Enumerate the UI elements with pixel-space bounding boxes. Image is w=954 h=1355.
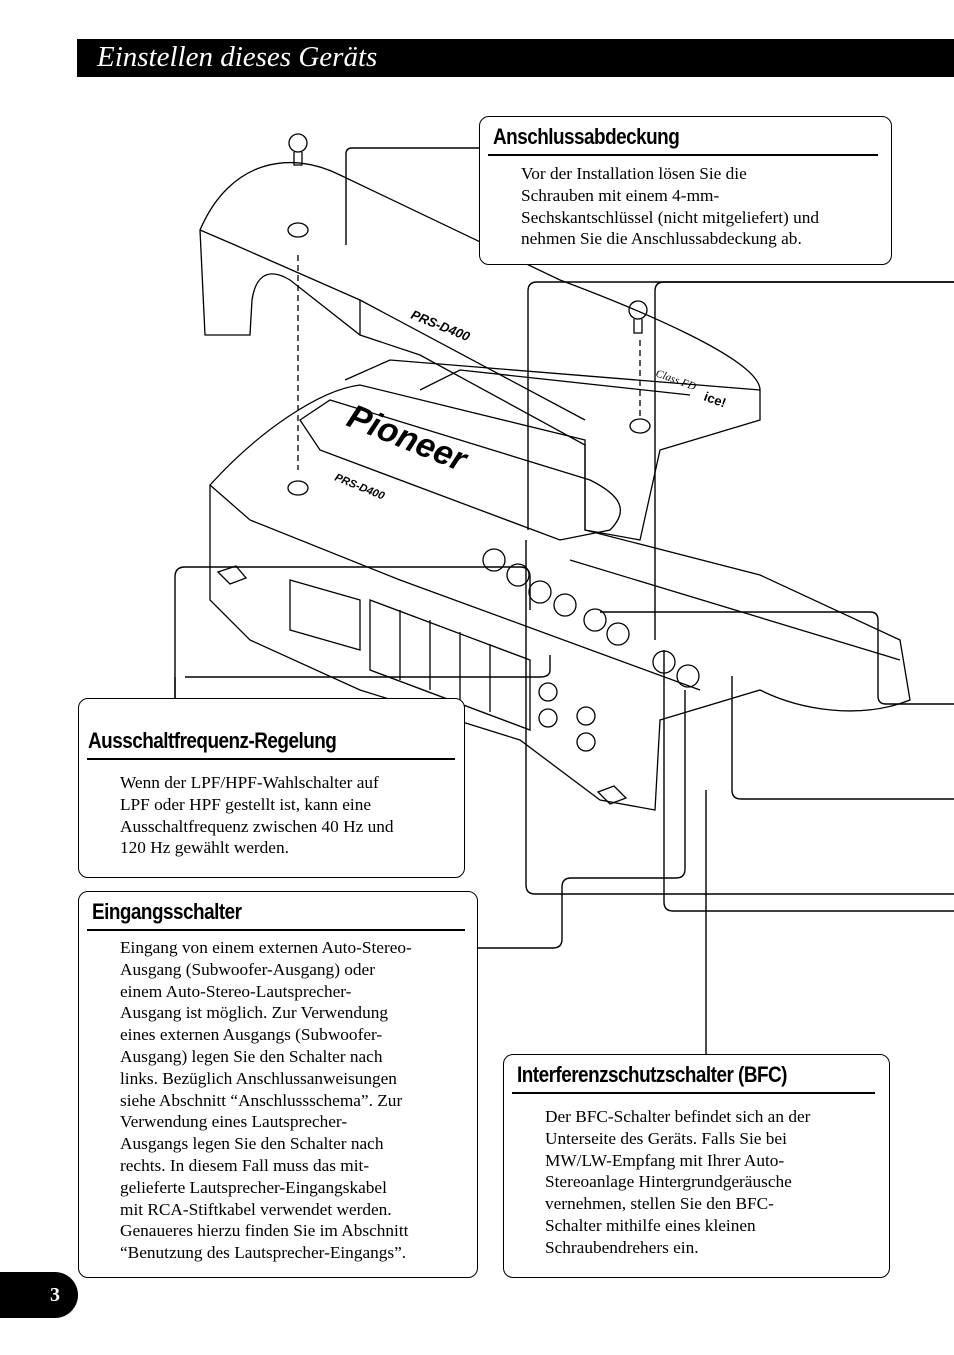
- callout-text: Der BFC-Schalter befindet sich an der Un…: [545, 1106, 810, 1259]
- cover-model-label: PRS-D400: [409, 307, 473, 344]
- callout-heading: Ausschaltfrequenz-Regelung: [88, 728, 337, 753]
- text-line: MW/LW-Empfang mit Ihrer Auto-: [545, 1150, 785, 1170]
- callout-text: Wenn der LPF/HPF-Wahlschalter auf LPF od…: [120, 772, 394, 859]
- heading-rule: [512, 1092, 875, 1094]
- text-line: eines externen Ausgangs (Subwoofer-: [120, 1025, 383, 1045]
- page-number: 3: [50, 1284, 60, 1306]
- text-line: Stereoanlage Hintergrundgeräusche: [545, 1172, 792, 1192]
- text-line: 120 Hz gewählt werden.: [120, 838, 289, 858]
- callout-anschlussabdeckung: Anschlussabdeckung Vor der Installation …: [479, 116, 892, 265]
- leader-ausschalt-left: [174, 566, 186, 698]
- leader-top-1: [527, 281, 954, 530]
- callout-heading: Anschlussabdeckung: [493, 124, 680, 149]
- text-line: Schraubendrehers ein.: [545, 1237, 699, 1257]
- leader-bfc-right: [663, 650, 954, 912]
- text-line: links. Bezüglich Anschlussanweisungen: [120, 1068, 397, 1088]
- text-line: Schalter mithilfe eines kleinen: [545, 1215, 756, 1235]
- callout-heading: Eingangsschalter: [92, 899, 242, 924]
- text-line: LPF oder HPF gestellt ist, kann eine: [120, 794, 372, 814]
- callout-bfc: Interferenzschutzschalter (BFC) Der BFC-…: [503, 1054, 890, 1278]
- heading-rule: [87, 758, 455, 760]
- text-line: gelieferte Lautsprecher-Eingangskabel: [120, 1177, 387, 1197]
- brand-logo: Pioneer: [342, 397, 474, 480]
- text-line: “Benutzung des Lautsprecher-Eingangs”.: [120, 1243, 407, 1263]
- leader-mid-right: [731, 676, 954, 800]
- callout-heading: Interferenzschutzschalter (BFC): [517, 1062, 787, 1087]
- callout-text: Eingang von einem externen Auto-Stereo- …: [120, 937, 412, 1264]
- leader-anschluss: [345, 147, 480, 245]
- leader-eingang-right: [525, 540, 954, 895]
- text-line: mit RCA-Stiftkabel verwendet werden.: [120, 1199, 392, 1219]
- text-line: rechts. In diesem Fall muss das mit-: [120, 1155, 370, 1175]
- text-line: Ausgang (Subwoofer-Ausgang) oder: [120, 959, 375, 979]
- terminal-cover: [199, 162, 761, 541]
- text-line: Vor der Installation lösen Sie die: [521, 164, 747, 183]
- text-line: Schrauben mit einem 4-mm-: [521, 185, 720, 205]
- ice-label: ice!: [702, 389, 728, 411]
- text-line: Wenn der LPF/HPF-Wahlschalter auf: [120, 773, 379, 792]
- text-line: Sechskantschlüssel (nicht mitgeliefert) …: [521, 207, 820, 227]
- text-line: Eingang von einem externen Auto-Stereo-: [120, 938, 412, 957]
- heading-rule: [488, 154, 878, 156]
- leader-ausschalt-2: [185, 655, 551, 678]
- heading-rule: [87, 929, 465, 931]
- text-line: nehmen Sie die Anschlussabdeckung ab.: [521, 229, 802, 249]
- text-line: Unterseite des Geräts. Falls Sie bei: [545, 1128, 787, 1148]
- text-line: Ausgangs legen Sie den Schalter nach: [120, 1134, 384, 1154]
- text-line: einem Auto-Stereo-Lautsprecher-: [120, 981, 352, 1001]
- text-line: Genaueres hierzu finden Sie im Abschnitt: [120, 1221, 409, 1241]
- page-title: Einstellen dieses Geräts: [97, 41, 378, 73]
- page-number-tab: 3: [0, 1272, 78, 1318]
- leader-top-2: [654, 281, 954, 640]
- leader-right-bracket: [600, 611, 954, 705]
- text-line: Ausgang) legen Sie den Schalter nach: [120, 1046, 383, 1066]
- callout-eingangsschalter: Eingangsschalter Eingang von einem exter…: [78, 891, 478, 1278]
- callout-text: Vor der Installation lösen Sie die Schra…: [521, 163, 819, 250]
- text-line: Ausgang ist möglich. Zur Verwendung: [120, 1003, 388, 1023]
- text-line: Ausschaltfrequenz zwischen 40 Hz und: [120, 816, 394, 836]
- class-label: Class FD: [654, 368, 697, 394]
- section-title-bar: Einstellen dieses Geräts: [77, 39, 954, 77]
- text-line: vernehmen, stellen Sie den BFC-: [545, 1194, 774, 1214]
- amplifier-body: [209, 384, 911, 811]
- leader-eingang: [478, 690, 686, 949]
- body-model-label: PRS-D400: [333, 472, 387, 503]
- text-line: Der BFC-Schalter befindet sich an der: [545, 1107, 811, 1126]
- text-line: siehe Abschnitt “Anschlussschema”. Zur: [120, 1090, 403, 1110]
- callout-ausschaltfrequenz: Ausschaltfrequenz-Regelung Wenn der LPF/…: [78, 698, 465, 878]
- leader-ausschalt-top: [185, 566, 531, 610]
- text-line: Verwendung eines Lautsprecher-: [120, 1112, 348, 1132]
